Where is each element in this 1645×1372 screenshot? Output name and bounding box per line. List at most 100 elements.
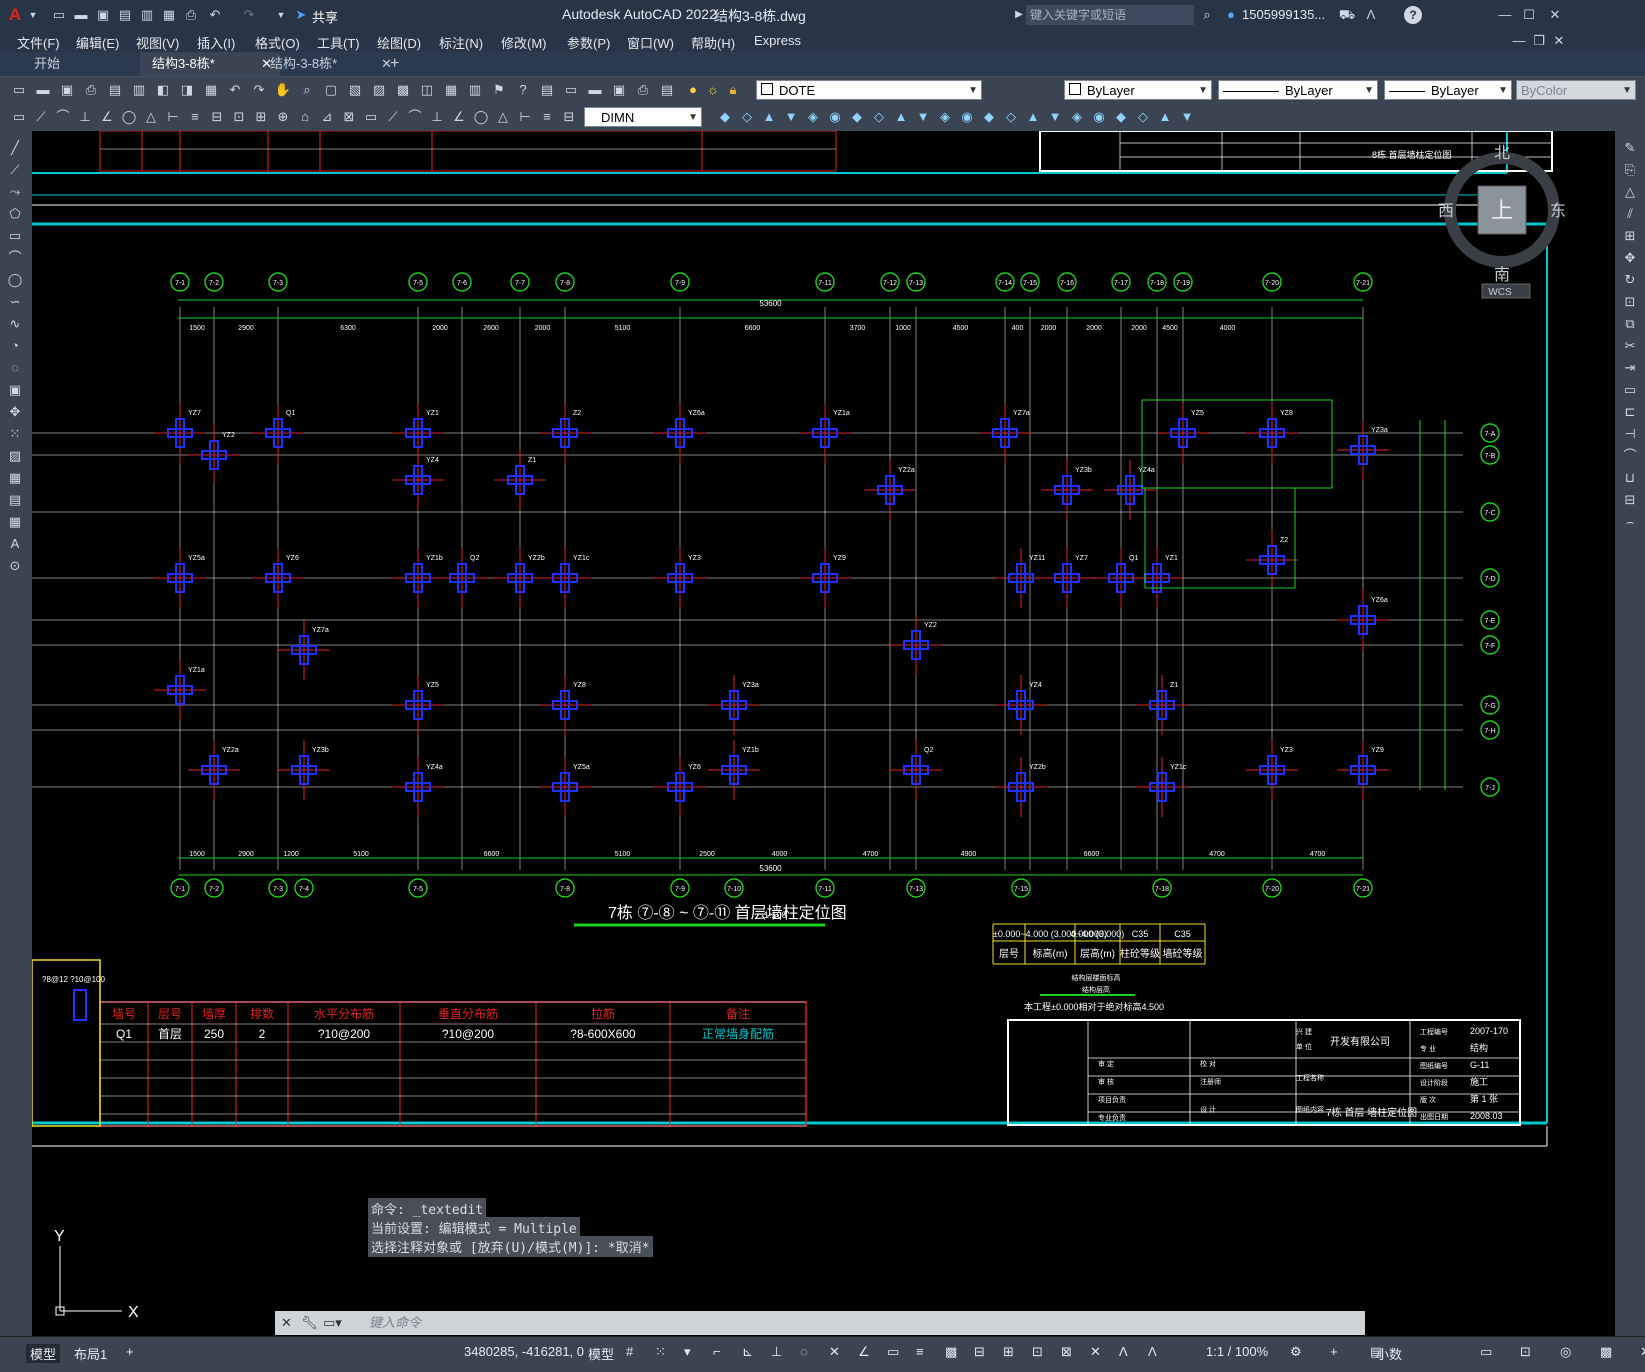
dimension-tool-6-icon[interactable]: ◯ bbox=[121, 109, 137, 124]
style-tool-10-icon[interactable]: ▼ bbox=[916, 109, 930, 124]
status-toggle-18-icon[interactable]: Λ bbox=[1119, 1344, 1128, 1359]
command-close-icon[interactable]: ✕ bbox=[281, 1315, 292, 1330]
standard-tool-28-icon[interactable]: ▤ bbox=[660, 82, 674, 97]
standard-tool-16-icon[interactable]: ▨ bbox=[372, 82, 386, 97]
dimension-tool-24-icon[interactable]: ⊢ bbox=[519, 109, 531, 124]
style-tool-22-icon[interactable]: ▼ bbox=[1180, 109, 1194, 124]
standard-tool-23-icon[interactable]: ▤ bbox=[540, 82, 554, 97]
status-right-6-icon[interactable]: ◎ bbox=[1560, 1344, 1572, 1359]
menu-view[interactable]: 视图(V) bbox=[136, 36, 180, 51]
dimension-tool-26-icon[interactable]: ⊟ bbox=[563, 109, 575, 124]
style-tool-13-icon[interactable]: ◆ bbox=[984, 109, 994, 124]
menu-format[interactable]: 格式(O) bbox=[255, 36, 300, 51]
draw-tool-6-icon[interactable]: ⌒ bbox=[8, 250, 22, 265]
modify-tool-2-icon[interactable]: ⎘ bbox=[1624, 162, 1636, 177]
style-tool-17-icon[interactable]: ◈ bbox=[1072, 109, 1082, 124]
tab-close-icon[interactable]: ✕ bbox=[261, 56, 272, 71]
standard-tool-8-icon[interactable]: ◨ bbox=[180, 82, 194, 97]
redo-icon[interactable]: ↷ bbox=[243, 7, 255, 22]
command-history-icon[interactable]: ▭▾ bbox=[323, 1315, 342, 1330]
dimension-tool-7-icon[interactable]: △ bbox=[146, 109, 156, 124]
status-toggle-9-icon[interactable]: ∠ bbox=[858, 1344, 870, 1359]
status-right-5-icon[interactable]: ⊡ bbox=[1520, 1344, 1531, 1359]
save-icon[interactable]: ▣ bbox=[96, 7, 110, 22]
tab-model[interactable]: 模型 bbox=[26, 1344, 61, 1363]
draw-tool-19-icon[interactable]: A bbox=[10, 536, 20, 551]
doc-close-icon[interactable]: ✕ bbox=[1553, 33, 1565, 48]
add-layout-plus-icon[interactable]: + bbox=[126, 1344, 134, 1359]
modify-tool-4-icon[interactable]: ⫽ bbox=[1627, 206, 1633, 221]
standard-tool-2-icon[interactable]: ▬ bbox=[36, 82, 50, 97]
standard-tool-6-icon[interactable]: ▥ bbox=[132, 82, 146, 97]
dimension-tool-13-icon[interactable]: ⊕ bbox=[277, 109, 289, 124]
minimize-icon[interactable]: — bbox=[1498, 7, 1512, 22]
status-toggle-16-icon[interactable]: ⊠ bbox=[1061, 1344, 1072, 1359]
style-tool-2-icon[interactable]: ◇ bbox=[742, 109, 752, 124]
draw-tool-3-icon[interactable]: ⤳ bbox=[9, 184, 21, 199]
style-tool-3-icon[interactable]: ▲ bbox=[762, 109, 776, 124]
dimension-tool-8-icon[interactable]: ⊢ bbox=[167, 109, 179, 124]
standard-tool-20-icon[interactable]: ▥ bbox=[468, 82, 482, 97]
standard-tool-13-icon[interactable]: ⌕ bbox=[303, 82, 311, 97]
command-line[interactable]: ✕ 🔧︎ ▭▾ 键入命令 bbox=[275, 1311, 1365, 1335]
modify-tool-16-icon[interactable]: ⊔ bbox=[1624, 470, 1636, 485]
sun-icon[interactable]: ☼ bbox=[707, 82, 719, 97]
status-toggle-4-icon[interactable]: ⌐ bbox=[713, 1344, 721, 1359]
lock-icon[interactable]: 🔒︎ bbox=[729, 82, 737, 97]
standard-tool-21-icon[interactable]: ⚑ bbox=[493, 82, 505, 97]
standard-tool-5-icon[interactable]: ▤ bbox=[108, 82, 122, 97]
annotation-scale[interactable]: 1:1 / 100% bbox=[1206, 1344, 1269, 1359]
modify-tool-5-icon[interactable]: ⊞ bbox=[1624, 228, 1636, 243]
status-toggle-10-icon[interactable]: ▭ bbox=[887, 1344, 900, 1359]
menu-file[interactable]: 文件(F) bbox=[17, 36, 60, 51]
dimension-tool-15-icon[interactable]: ⊿ bbox=[321, 109, 333, 124]
save-as-icon[interactable]: ▤ bbox=[118, 7, 132, 22]
draw-tool-12-icon[interactable]: ▣ bbox=[8, 382, 22, 397]
dimension-tool-2-icon[interactable]: ⟋ bbox=[36, 109, 46, 124]
cart-icon[interactable]: ⛟ bbox=[1338, 7, 1356, 22]
style-tool-4-icon[interactable]: ▼ bbox=[784, 109, 798, 124]
style-tool-14-icon[interactable]: ◇ bbox=[1006, 109, 1016, 124]
standard-tool-15-icon[interactable]: ▧ bbox=[348, 82, 362, 97]
status-right-3-icon[interactable]: ▤ bbox=[1370, 1344, 1383, 1359]
status-toggle-13-icon[interactable]: ⊟ bbox=[974, 1344, 985, 1359]
modify-tool-15-icon[interactable]: ⌒ bbox=[1623, 448, 1637, 463]
tab-drawing-1[interactable]: 结构3-8栋*✕ bbox=[140, 52, 280, 76]
dimension-tool-16-icon[interactable]: ⊠ bbox=[343, 109, 355, 124]
menu-dimension[interactable]: 标注(N) bbox=[439, 36, 484, 51]
draw-tool-5-icon[interactable]: ▭ bbox=[8, 228, 22, 243]
draw-tool-9-icon[interactable]: ∿ bbox=[9, 316, 21, 331]
autodesk-account-icon[interactable]: Λ bbox=[1366, 7, 1376, 22]
status-toggle-2-icon[interactable]: ⁙ bbox=[655, 1344, 666, 1359]
status-right-1-icon[interactable]: ⚙ bbox=[1290, 1344, 1302, 1359]
bulb-icon[interactable]: ● bbox=[689, 82, 697, 97]
draw-tool-13-icon[interactable]: ✥ bbox=[9, 404, 21, 419]
standard-tool-19-icon[interactable]: ▦ bbox=[444, 82, 458, 97]
dimension-tool-3-icon[interactable]: ⌒ bbox=[56, 109, 70, 124]
standard-tool-10-icon[interactable]: ↶ bbox=[229, 82, 241, 97]
menu-parametric[interactable]: 参数(P) bbox=[567, 36, 611, 51]
standard-tool-1-icon[interactable]: ▭ bbox=[12, 82, 26, 97]
standard-tool-25-icon[interactable]: ▬ bbox=[588, 82, 602, 97]
standard-tool-4-icon[interactable]: ⎙ bbox=[85, 82, 97, 97]
draw-tool-11-icon[interactable]: ◌ bbox=[11, 360, 19, 375]
maximize-icon[interactable]: ☐ bbox=[1523, 7, 1535, 22]
modify-tool-12-icon[interactable]: ▭ bbox=[1623, 382, 1637, 397]
style-tool-1-icon[interactable]: ◆ bbox=[720, 109, 730, 124]
help-icon[interactable]: ? bbox=[1404, 6, 1422, 24]
dimension-tool-22-icon[interactable]: ◯ bbox=[473, 109, 489, 124]
plotstyle-dropdown[interactable]: ByColor▼ bbox=[1516, 80, 1636, 100]
draw-tool-14-icon[interactable]: ⁙ bbox=[9, 426, 21, 441]
standard-tool-17-icon[interactable]: ▩ bbox=[396, 82, 410, 97]
standard-tool-27-icon[interactable]: ⎙ bbox=[637, 82, 649, 97]
dimension-tool-21-icon[interactable]: ∠ bbox=[453, 109, 465, 124]
status-right-2-icon[interactable]: + bbox=[1330, 1344, 1338, 1359]
share-button[interactable]: 共享 bbox=[312, 10, 339, 25]
dimension-tool-12-icon[interactable]: ⊞ bbox=[255, 109, 267, 124]
status-toggle-6-icon[interactable]: ⊥ bbox=[771, 1344, 783, 1359]
menu-draw[interactable]: 绘图(D) bbox=[377, 36, 422, 51]
standard-tool-22-icon[interactable]: ? bbox=[519, 82, 527, 97]
draw-tool-16-icon[interactable]: ▦ bbox=[8, 470, 22, 485]
standard-tool-14-icon[interactable]: ▢ bbox=[324, 82, 338, 97]
